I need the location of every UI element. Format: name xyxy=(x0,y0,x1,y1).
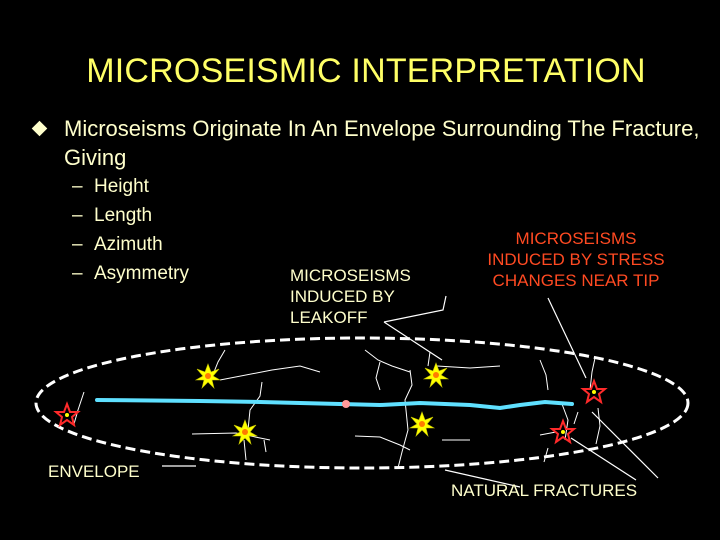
tip-stress-label: MICROSEISMS INDUCED BY STRESS CHANGES NE… xyxy=(468,228,684,291)
yellow-burst-icon xyxy=(422,362,450,388)
sub-bullet-item: –Height xyxy=(72,172,189,201)
leakoff-label-line: LEAKOFF xyxy=(290,308,368,327)
label-leader-lines xyxy=(162,295,659,488)
leakoff-microseism-events xyxy=(194,362,450,445)
main-bullet-text: Microseisms Originate In An Envelope Sur… xyxy=(64,116,700,170)
leakoff-label: MICROSEISMS INDUCED BY LEAKOFF xyxy=(290,265,411,328)
tip-stress-label-line: CHANGES NEAR TIP xyxy=(492,271,660,290)
tip-stress-label-line: MICROSEISMS xyxy=(515,229,637,248)
tip-stress-label-line: INDUCED BY STRESS xyxy=(487,250,665,269)
sub-bullet-item: –Length xyxy=(72,201,189,230)
leakoff-label-line: MICROSEISMS xyxy=(290,266,411,285)
wellbore-marker xyxy=(342,400,350,408)
yellow-burst-icon xyxy=(231,419,259,445)
hydraulic-fracture xyxy=(95,398,574,411)
sub-bullet-label: Height xyxy=(94,176,149,197)
dash-marker: – xyxy=(72,205,83,226)
sub-bullet-list: –Height –Length –Azimuth –Asymmetry xyxy=(72,172,189,288)
sub-bullet-label: Length xyxy=(94,205,153,226)
leakoff-label-line: INDUCED BY xyxy=(290,287,395,306)
sub-bullet-label: Azimuth xyxy=(94,234,163,255)
sub-bullet-item: –Asymmetry xyxy=(72,259,189,288)
red-star-icon xyxy=(580,378,608,405)
dash-marker: – xyxy=(72,176,83,197)
sub-bullet-item: –Azimuth xyxy=(72,230,189,259)
dash-marker: – xyxy=(72,234,83,255)
sub-bullet-label: Asymmetry xyxy=(94,263,189,284)
dash-marker: – xyxy=(72,263,83,284)
slide-title: MICROSEISMIC INTERPRETATION xyxy=(86,52,646,90)
tip-microseism-events xyxy=(53,378,608,445)
natural-fractures-label: NATURAL FRACTURES xyxy=(451,481,638,500)
natural-fracture-lines xyxy=(73,349,601,469)
envelope-label: ENVELOPE xyxy=(48,462,140,481)
red-star-icon xyxy=(53,401,81,428)
yellow-burst-icon xyxy=(408,411,436,437)
envelope-ellipse xyxy=(34,336,690,470)
yellow-burst-icon xyxy=(194,363,222,389)
red-star-icon xyxy=(549,418,577,445)
